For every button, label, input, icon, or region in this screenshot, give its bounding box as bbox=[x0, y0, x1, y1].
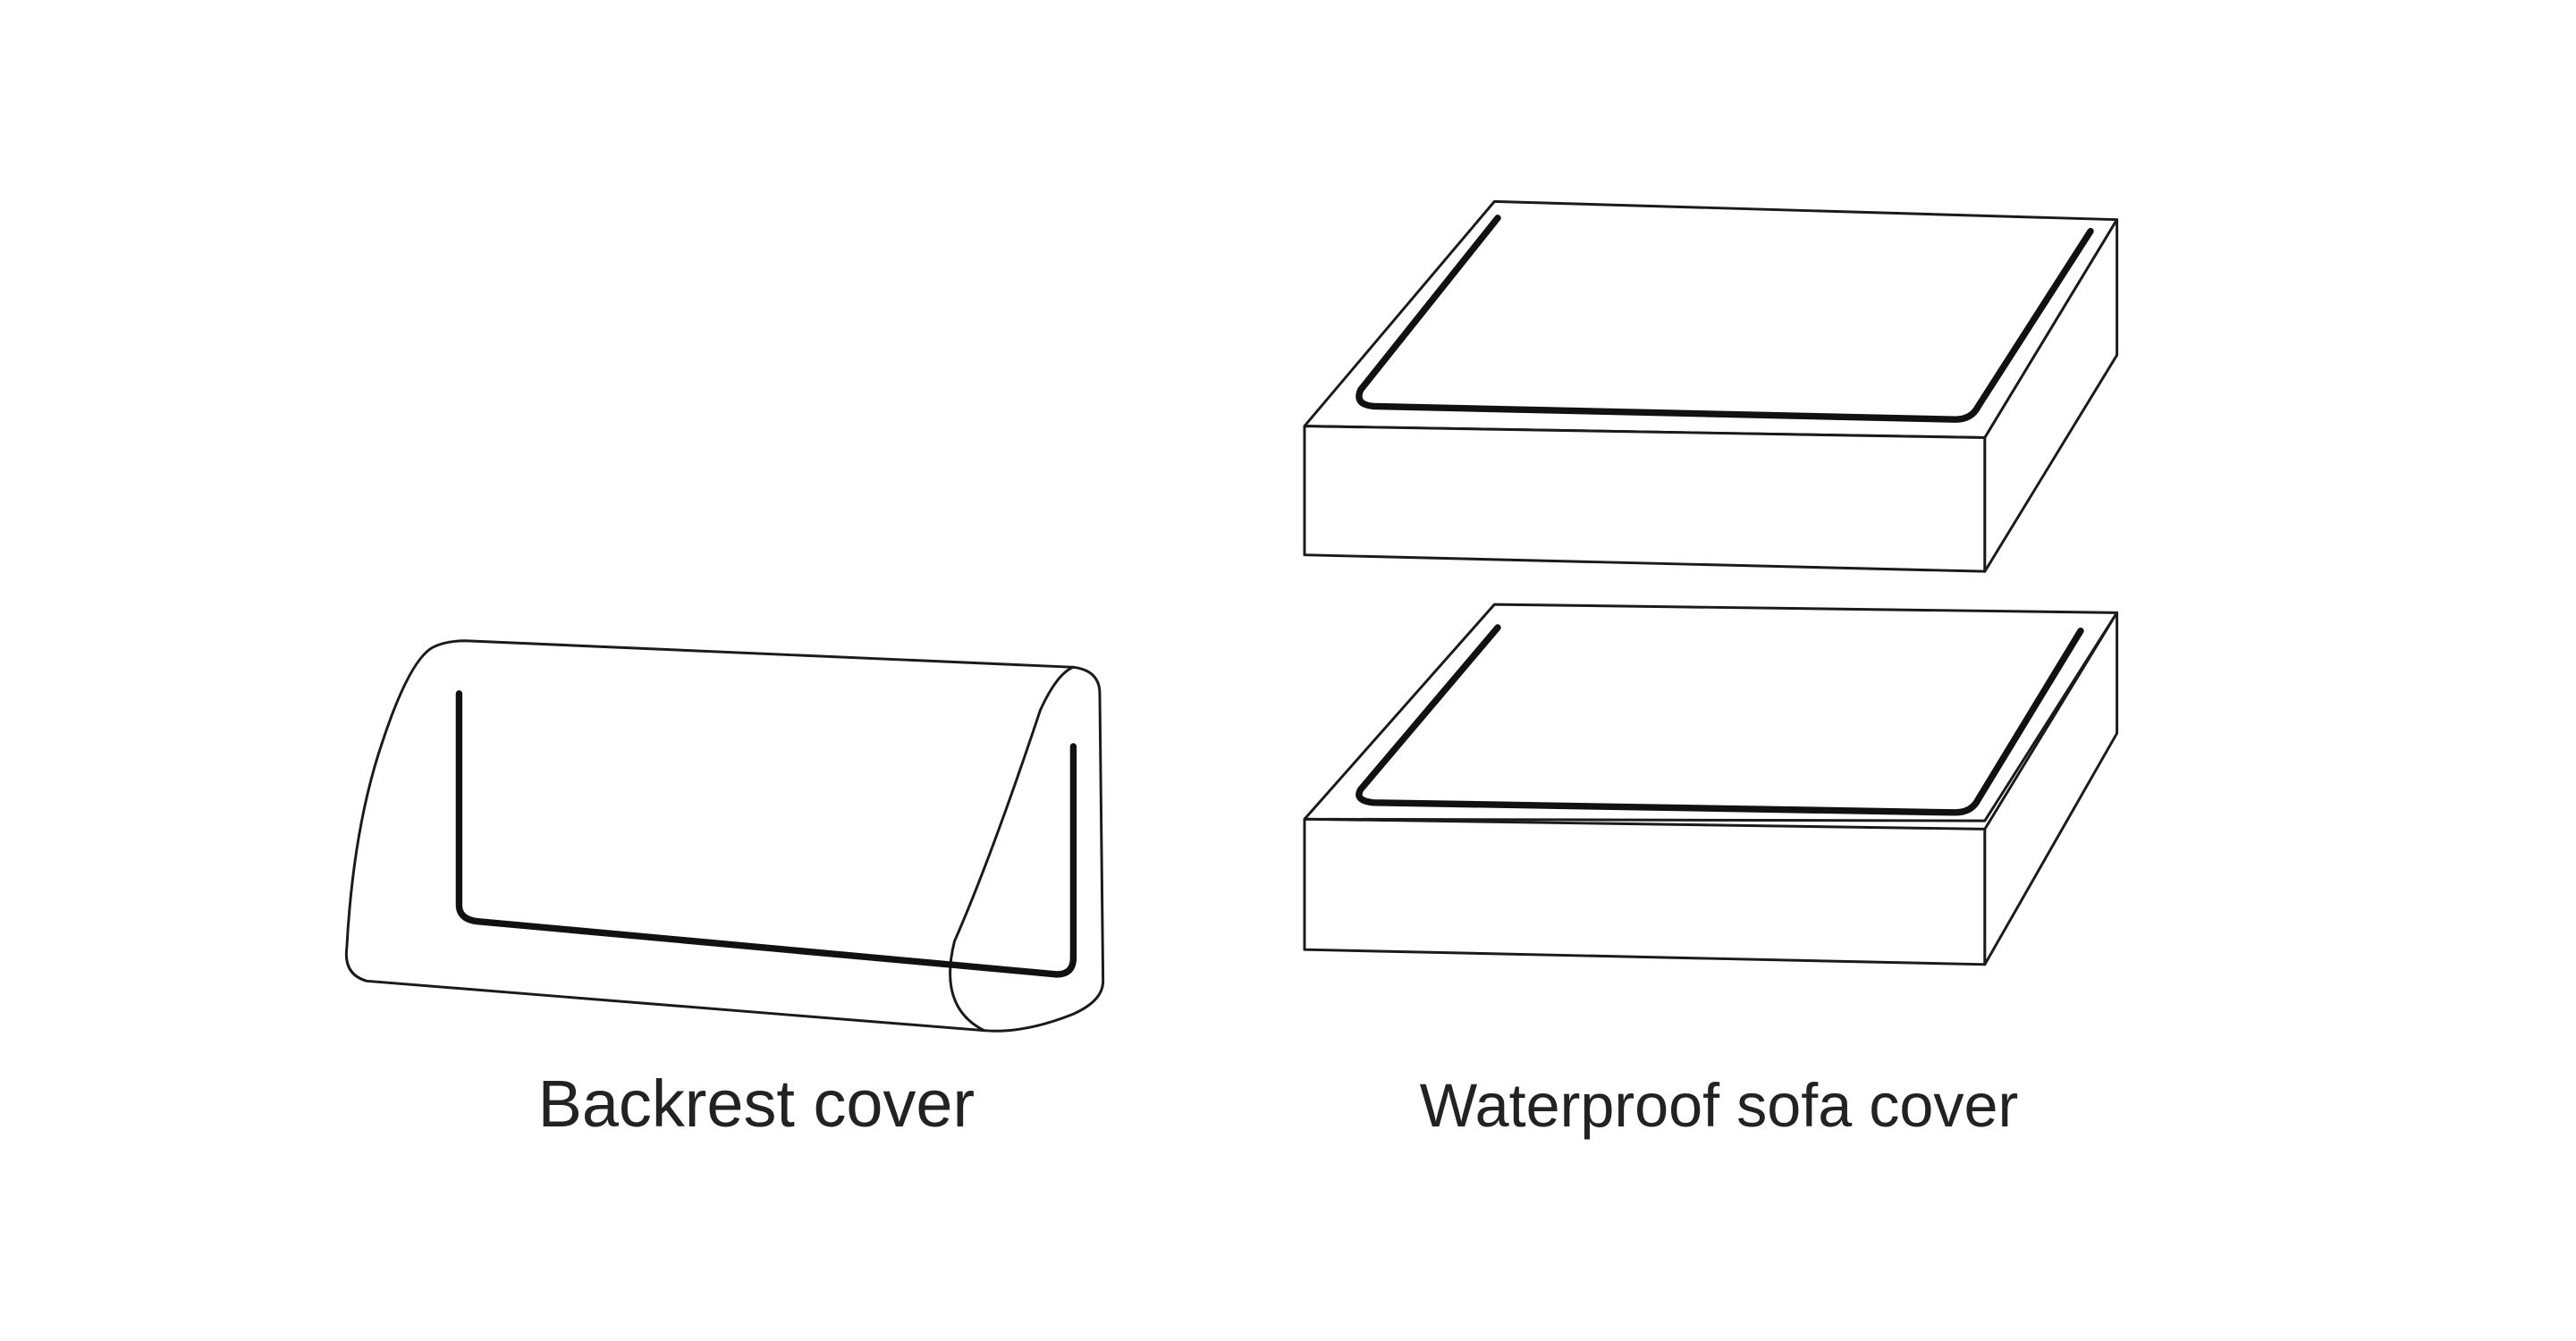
seat-cushion-top-icon bbox=[1303, 199, 2119, 573]
seat-cushion-bottom-icon bbox=[1303, 603, 2119, 966]
waterproof-sofa-cover-label: Waterproof sofa cover bbox=[1420, 1072, 2019, 1140]
backrest-cushion-icon bbox=[344, 639, 1105, 1033]
backrest-cover-label: Backrest cover bbox=[538, 1067, 975, 1141]
